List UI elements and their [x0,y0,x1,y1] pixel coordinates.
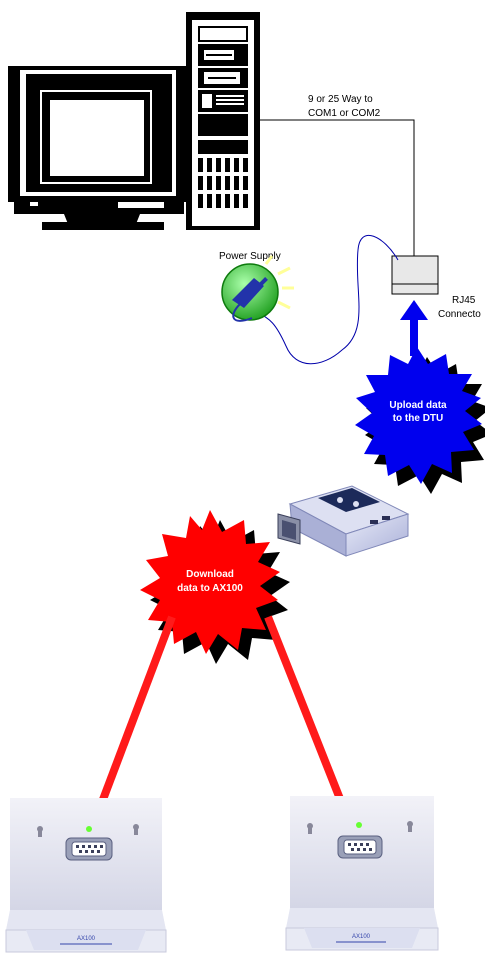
tower-case-icon [186,12,260,230]
rj45-label-line1: RJ45 [452,295,476,306]
upload-label-line1: Upload data [389,400,447,411]
serial-cable [260,119,415,256]
rj45-connector-icon [391,255,439,295]
ax100-right-brand: AX100 [352,934,371,940]
monitor-icon [8,66,186,230]
dtu-device-icon [277,485,410,557]
power-supply-label: Power Supply [219,251,281,262]
power-cable [255,235,399,365]
power-supply-icon [221,255,294,322]
upload-arrow [400,300,428,356]
ax100-unit-icon [5,798,167,953]
serial-label-line1: 9 or 25 Way to [308,94,373,105]
upload-label-line2: to the DTU [393,413,444,424]
serial-label-line2: COM1 or COM2 [308,108,381,119]
tower-vents [198,158,248,208]
download-burst [140,510,290,664]
ax100-left-brand: AX100 [77,936,96,942]
computer-icon [8,12,260,230]
download-label-line2: data to AX100 [177,583,243,594]
rj45-label-line2: Connecto [438,309,481,320]
download-label-line1: Download [186,569,234,580]
ax100-unit-icon-right [285,796,439,951]
upload-burst [355,347,485,494]
